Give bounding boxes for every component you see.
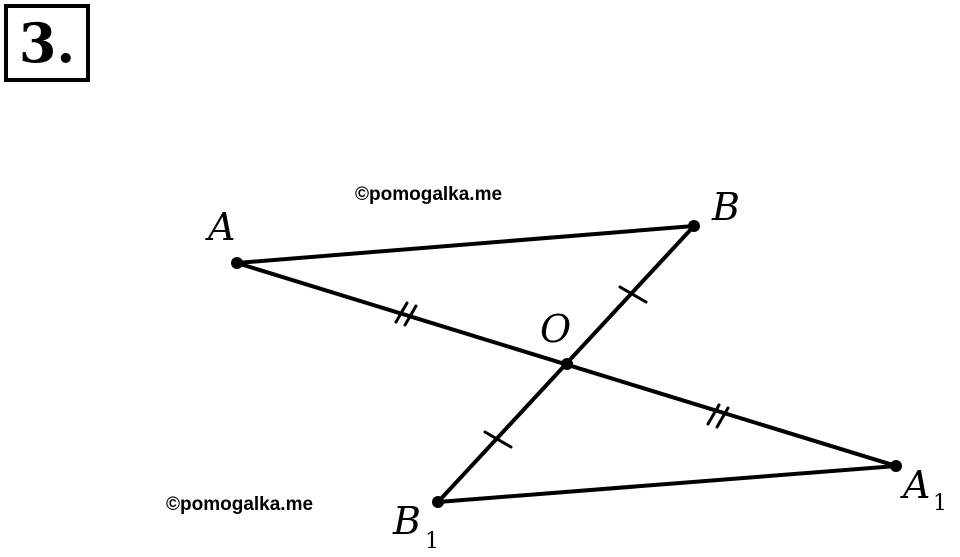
single-tick-OB1 [483, 430, 513, 449]
problem-number: 3. [4, 4, 90, 82]
segment-B1-A1 [436, 464, 898, 504]
label-B: B [711, 185, 740, 229]
double-tick-AO [394, 301, 418, 327]
label-A1: A 1 [900, 463, 947, 516]
single-tick-OB [618, 285, 648, 304]
svg-text:A: A [900, 463, 930, 507]
point-A1 [890, 460, 902, 472]
label-A: A [205, 205, 235, 249]
watermark-top: ©pomogalka.me [355, 184, 503, 205]
point-O [561, 358, 573, 370]
point-B [688, 220, 700, 232]
segment-AB [235, 224, 696, 265]
svg-text:1: 1 [933, 491, 947, 516]
label-B1: B 1 [392, 499, 439, 554]
label-O: O [540, 307, 571, 351]
double-tick-OA1 [706, 403, 730, 429]
svg-text:B: B [392, 499, 421, 543]
point-A [231, 257, 243, 269]
svg-text:1: 1 [425, 529, 439, 554]
point-B1 [432, 496, 444, 508]
watermark-bottom: ©pomogalka.me [166, 494, 314, 515]
